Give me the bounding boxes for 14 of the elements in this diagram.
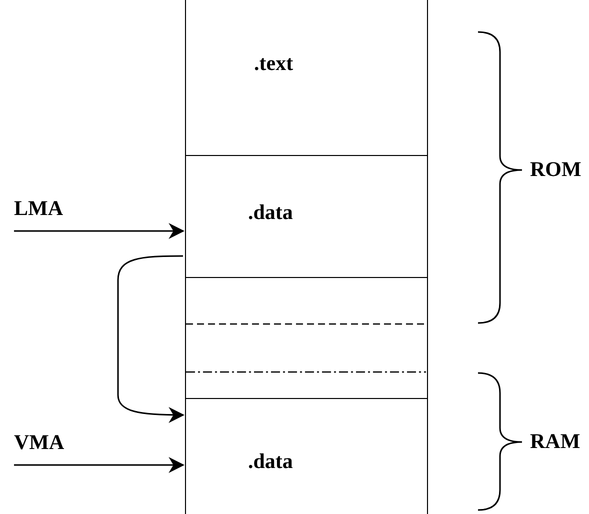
section-name: .data [248,200,293,225]
memory-section-box [185,155,428,278]
address-label: LMA [14,196,63,221]
curved-arrow [117,255,185,423]
arrow [14,457,185,473]
arrow [14,223,185,239]
section-name: .text [254,51,294,76]
memory-region-label: ROM [530,157,582,182]
memory-section-box [185,0,428,156]
memory-section-box [185,277,428,399]
memory-region-label: RAM [530,429,580,454]
address-label: VMA [14,430,64,455]
memory-section-box [185,398,428,514]
section-name: .data [248,449,293,474]
